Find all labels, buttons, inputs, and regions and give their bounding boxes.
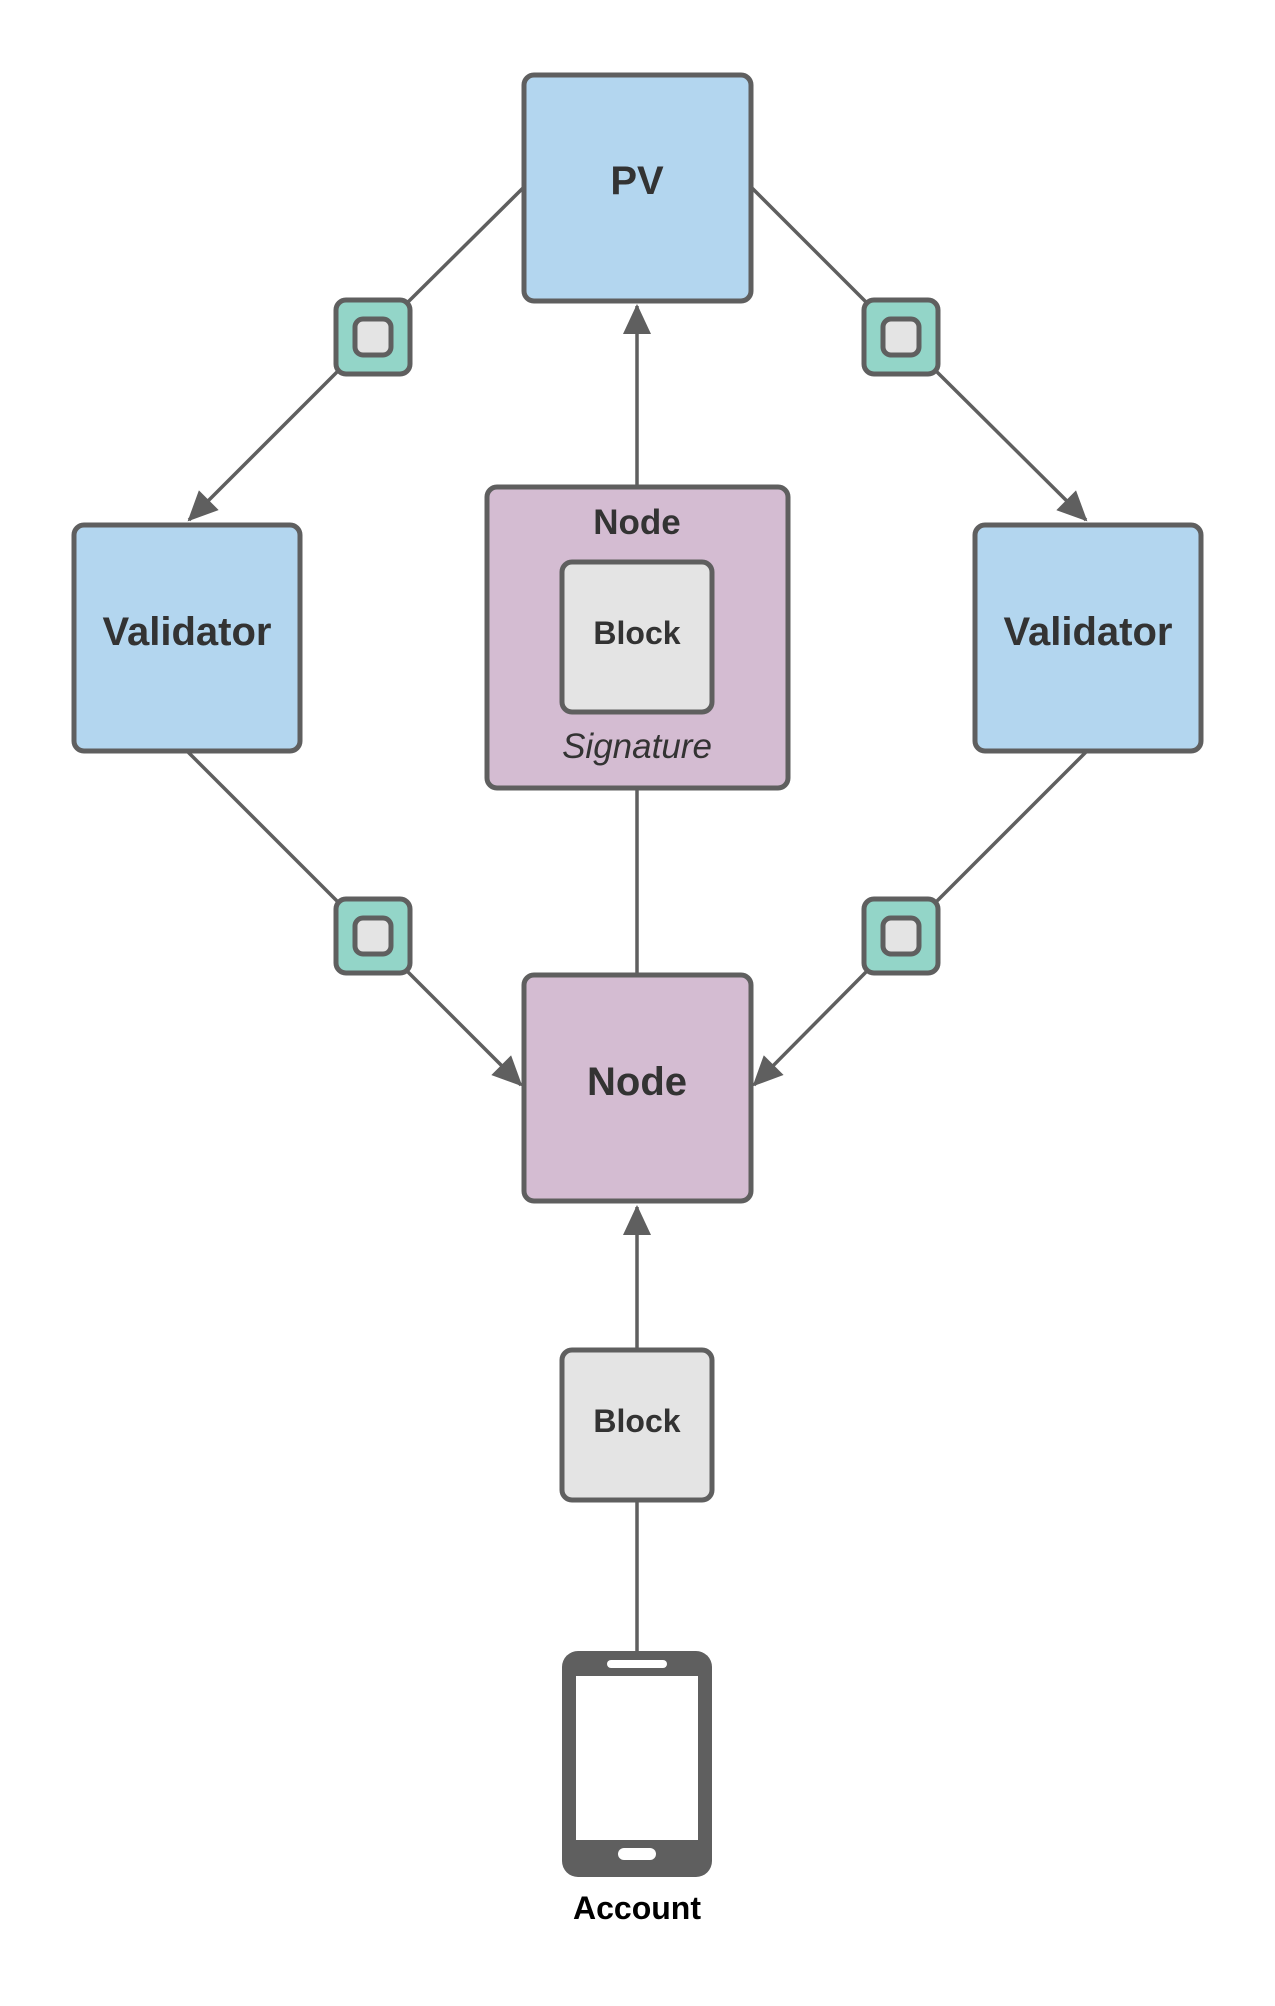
edge-right-connector-to-validator (934, 369, 1088, 522)
edge-right-connector-to-node (752, 969, 869, 1087)
account-label: Account (573, 1890, 701, 1926)
signed-node-title: Node (593, 503, 681, 542)
edge-right-validator-to-connector (934, 748, 1090, 904)
connector-top-right-icon (861, 297, 941, 377)
edge-pv-to-left-connector (405, 185, 526, 305)
validator-left-box: Validator (71, 522, 303, 754)
edge-left-connector-to-validator (187, 369, 340, 522)
validator-left-label: Validator (103, 610, 272, 654)
block-box: Block (559, 1347, 715, 1503)
signed-node-box: Node Block Signature (484, 484, 791, 791)
node-box: Node (521, 972, 754, 1204)
block-label: Block (593, 1403, 680, 1439)
signed-node-inner-block: Block (559, 559, 715, 715)
connector-bottom-left-icon (333, 896, 413, 976)
signed-node-inner-block-label: Block (593, 615, 680, 651)
connector-top-left-icon (333, 297, 413, 377)
validator-right-label: Validator (1004, 610, 1173, 654)
pv-label: PV (610, 159, 664, 203)
edge-left-validator-to-connector (184, 748, 340, 904)
validator-right-box: Validator (972, 522, 1204, 754)
smartphone-icon (562, 1651, 712, 1877)
node-label: Node (587, 1060, 687, 1104)
connector-bottom-right-icon (861, 896, 941, 976)
edge-pv-to-right-connector (749, 185, 869, 305)
edge-left-connector-to-node (405, 969, 523, 1087)
pv-box: PV (521, 72, 754, 304)
signature-caption: Signature (562, 727, 712, 766)
